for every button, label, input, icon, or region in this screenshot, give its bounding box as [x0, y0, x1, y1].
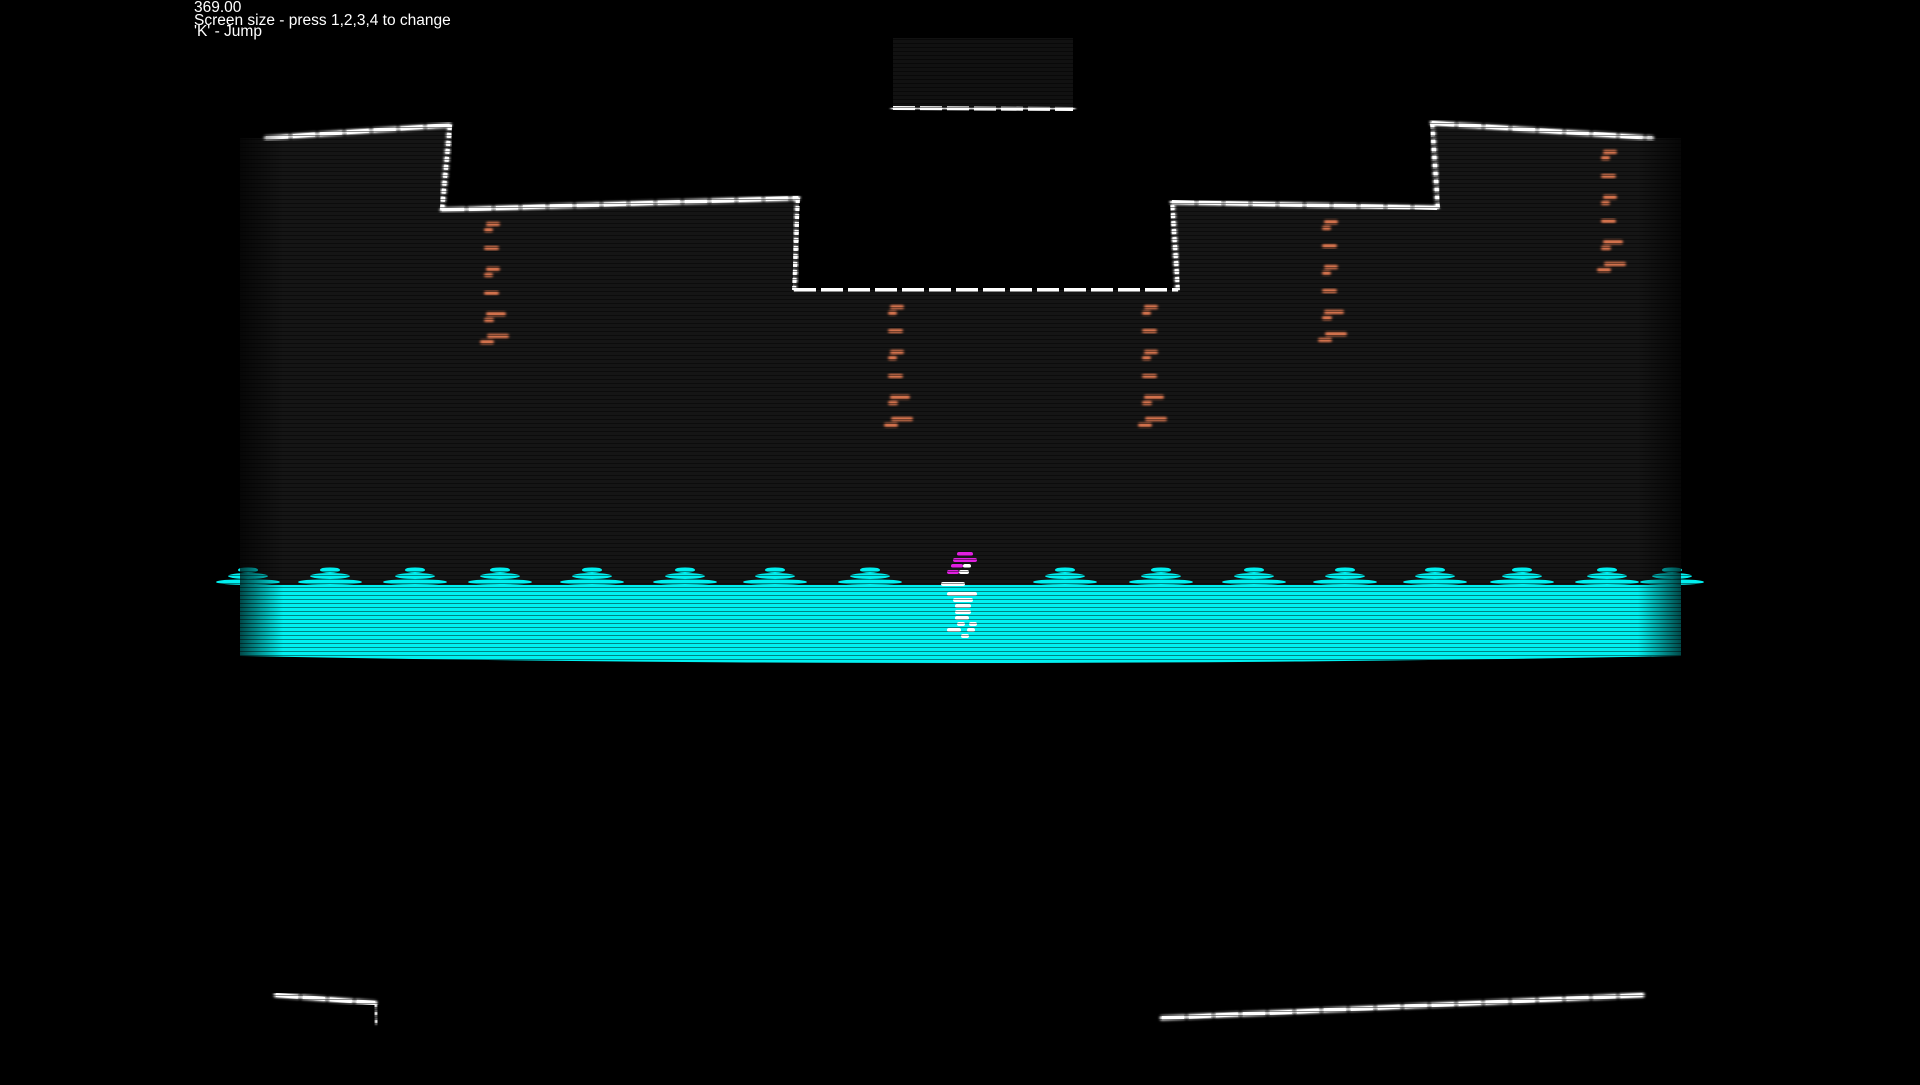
- jump-hint: 'K' - Jump: [194, 23, 262, 40]
- score-counter: 369.00: [194, 0, 242, 16]
- hud: 369.00 Screen size - press 1,2,3,4 to ch…: [194, 0, 451, 40]
- crt-edge-vignette: [240, 100, 1681, 670]
- top-box-structure: [890, 38, 1076, 112]
- bottom-outlines: [273, 992, 1648, 1035]
- screen-size-hint: Screen size - press 1,2,3,4 to change: [194, 12, 451, 29]
